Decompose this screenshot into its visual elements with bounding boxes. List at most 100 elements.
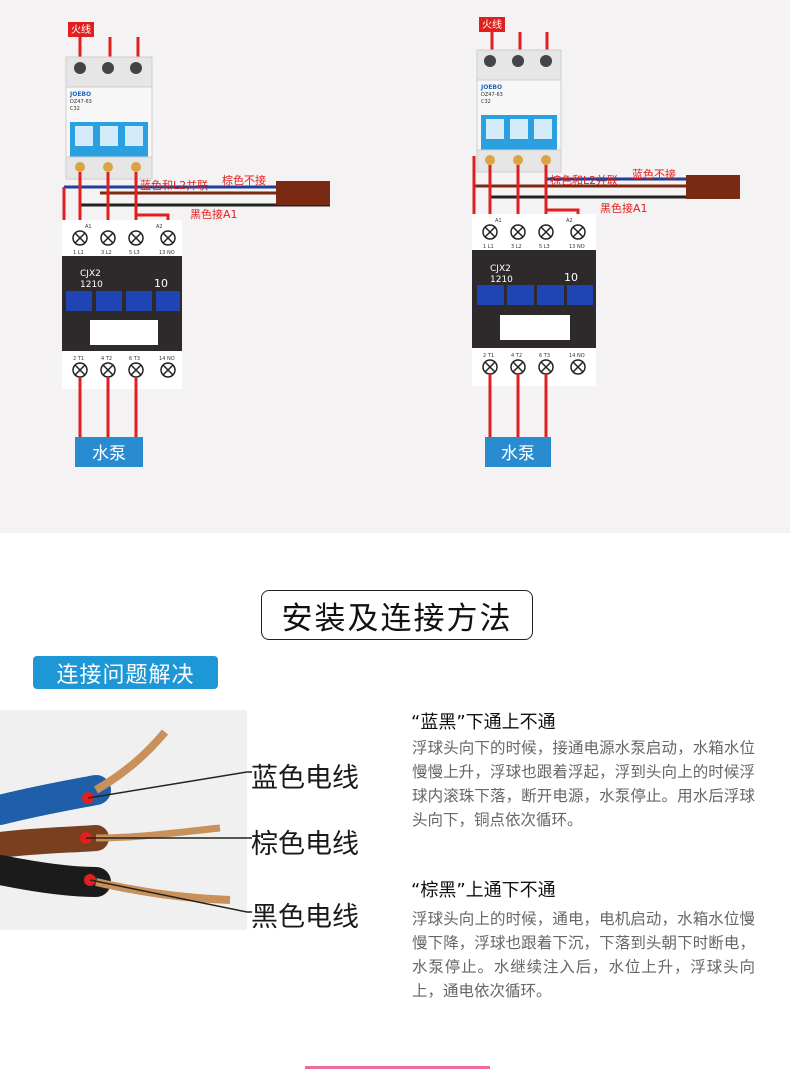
terminal-label: 6 T3 (539, 353, 550, 359)
wire-photo (0, 710, 247, 930)
contactor-code: 1210 (80, 280, 103, 290)
terminal-label: 2 T1 (73, 356, 84, 362)
breaker-model: DZ47-63 (70, 99, 92, 105)
terminal-label: 14 NO (159, 356, 175, 362)
pump-wires (78, 377, 138, 440)
diagram-left: 火线 JOEBO DZ47-63 C32 蓝 (62, 22, 330, 467)
breaker-toggle (100, 126, 118, 146)
wire-label-black: 黑色电线 (251, 902, 359, 933)
terminal-label: 3 L2 (101, 250, 112, 256)
contactor-number: 10 (564, 271, 578, 284)
terminal-label: 4 T2 (101, 356, 112, 362)
breaker-screw (130, 62, 142, 74)
contactor-label-plate (500, 315, 570, 340)
float-switch-cable (686, 175, 740, 199)
contactor-bottom-terminals (72, 362, 176, 378)
contactor-label-plate (90, 320, 158, 345)
breaker-screw (484, 55, 496, 67)
breaker-brand: JOEBO (69, 91, 91, 98)
breaker-out-screw (485, 155, 495, 165)
terminal-label: 13 NO (159, 250, 175, 256)
callout-blue: 蓝色和L2并联 (140, 178, 208, 192)
breaker-out-screw (131, 162, 141, 172)
wire-label-brown: 棕色电线 (251, 829, 359, 860)
breaker-out-screw (75, 162, 85, 172)
terminal-label: 6 T3 (129, 356, 140, 362)
terminal-label: 5 L3 (129, 250, 140, 256)
callout-blue: 蓝色不接 (632, 167, 676, 181)
terminal-label: 3 L2 (511, 244, 522, 250)
breaker-model: DZ47-63 (481, 92, 503, 98)
terminal-label: 1 L1 (483, 244, 494, 250)
breaker-screw (512, 55, 524, 67)
contactor-window (567, 285, 593, 305)
block-body-blue-black: 浮球头向下的时候，接通电源水泵启动，水箱水位慢慢上升，浮球也跟着浮起，浮到头向上… (412, 739, 755, 829)
live-wire-label: 火线 (482, 18, 502, 31)
contactor-code: 1210 (490, 275, 513, 285)
breaker-toggle (125, 126, 143, 146)
callout-black: 黑色接A1 (190, 207, 238, 221)
pump-box (75, 437, 143, 467)
contactor-top-terminals (72, 230, 176, 246)
leader-line (89, 879, 247, 913)
contactor-window (126, 291, 152, 311)
callout-black: 黑色接A1 (600, 201, 648, 215)
contactor-model: CJX2 (80, 269, 101, 279)
block-body-brown-black: 浮球头向上的时候，通电，电机启动，水箱水位慢慢下降，浮球也跟着下沉，下落到头朝下… (412, 910, 755, 1000)
contactor-window (96, 291, 122, 311)
live-wire-label: 火线 (71, 23, 91, 36)
contactor-bottom-terminals (482, 359, 586, 375)
terminal-label: 14 NO (569, 353, 585, 359)
live-wire-label-bg (479, 17, 505, 32)
pump-wires (488, 374, 548, 440)
leader-line (87, 771, 247, 799)
contactor-number: 10 (154, 277, 168, 290)
coil-terminal-a1: A1 (495, 218, 502, 224)
float-switch-cable (276, 181, 330, 205)
contactor-window (537, 285, 564, 305)
terminal-label: 2 T1 (483, 353, 494, 359)
terminal-label: 4 T2 (511, 353, 522, 359)
breaker-toggle (486, 119, 504, 139)
problem-solving-badge: 连接问题解决 (33, 656, 218, 689)
breaker-rating: C32 (70, 106, 80, 112)
breaker-toggle (534, 119, 552, 139)
coil-terminal-a1: A1 (85, 224, 92, 230)
section-heading: 安装及连接方法 (261, 590, 533, 640)
wiring-diagram-panel: 火线 JOEBO DZ47-63 C32 蓝 (0, 0, 790, 533)
diagram-right: 火线 JOEBO DZ47-63 C32 棕色和L2并联 蓝色不接 黑色接A (472, 17, 740, 467)
contactor-window (156, 291, 180, 311)
contactor-window (507, 285, 534, 305)
pump-label: 水泵 (501, 444, 535, 464)
divider-accent (305, 1066, 490, 1069)
wire-label-blue: 蓝色电线 (251, 763, 359, 794)
block-title-blue-black: “蓝黑”下通上不通 (411, 712, 556, 733)
breaker-out-screw (541, 155, 551, 165)
breaker-brand: JOEBO (480, 84, 502, 91)
breaker-screw (540, 55, 552, 67)
breaker-out-screw (103, 162, 113, 172)
leader-extension (247, 771, 252, 913)
coil-terminal-a2: A2 (566, 218, 573, 224)
pump-box (485, 437, 551, 467)
breaker-screw (74, 62, 86, 74)
breaker-toggle (510, 119, 528, 139)
contactor-top-terminals (482, 224, 586, 240)
contactor-window (477, 285, 504, 305)
live-wire-label-bg (68, 22, 94, 37)
terminal-label: 13 NO (569, 244, 585, 250)
breaker-toggle (75, 126, 93, 146)
callout-brown: 棕色不接 (222, 173, 266, 187)
breaker-out-screw (513, 155, 523, 165)
callout-brown: 棕色和L2并联 (550, 173, 618, 187)
wiring-diagrams: 火线 JOEBO DZ47-63 C32 蓝 (62, 17, 740, 467)
terminal-label: 1 L1 (73, 250, 84, 256)
contactor-model: CJX2 (490, 264, 511, 274)
pump-label: 水泵 (92, 444, 126, 464)
coil-terminal-a2: A2 (156, 224, 163, 230)
block-title-brown-black: “棕黑”上通下不通 (411, 880, 556, 901)
terminal-label: 5 L3 (539, 244, 550, 250)
breaker-screw (102, 62, 114, 74)
breaker-rating: C32 (481, 99, 491, 105)
contactor-window (66, 291, 92, 311)
